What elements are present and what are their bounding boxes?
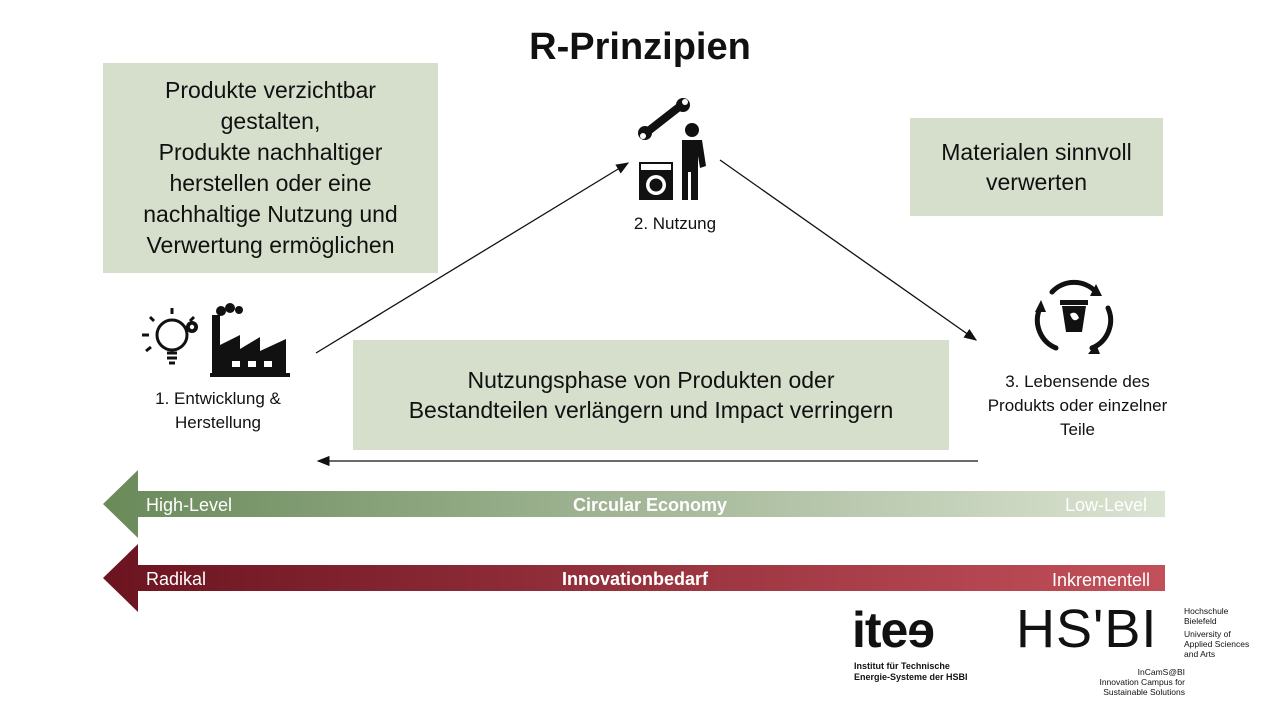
hsbi-bielefeld: Bielefeld xyxy=(1184,616,1217,626)
incamps-name: InCamS@BI xyxy=(1137,667,1185,677)
factory-icon xyxy=(210,303,290,377)
itees-line-1: Institut für Technische xyxy=(854,661,950,671)
innovation-bar xyxy=(103,544,1165,612)
innovation-title: Innovationbedarf xyxy=(561,569,708,589)
stage-development-label: 1. Entwicklung & Herstellung xyxy=(155,389,281,432)
hsbi-university: University of xyxy=(1184,629,1231,639)
recycle-bin-icon xyxy=(1034,279,1114,354)
circular-economy-bar xyxy=(103,470,1165,538)
principles-box-use-phase: Nutzungsphase von Produkten oder Bestand… xyxy=(353,340,949,450)
stage-end-of-life-label: 3. Lebensende des Produkts oder einzelne… xyxy=(987,372,1168,439)
principles-box-design-text: Produkte verzichtbar gestalten, Produkte… xyxy=(143,77,398,258)
incamps-line-2: Innovation Campus for xyxy=(1099,677,1185,687)
hsbi-arts: and Arts xyxy=(1184,649,1216,659)
itees-logo: iteɘ xyxy=(852,602,935,658)
itees-line-2: Energie-Systeme der HSBI xyxy=(854,672,968,682)
washing-machine-icon xyxy=(639,162,673,200)
person-icon xyxy=(682,123,706,200)
arrow-use-to-end-of-life xyxy=(719,159,978,341)
arrow-development-to-use xyxy=(315,162,630,354)
principles-box-recycling: Materialen sinnvoll verwerten xyxy=(910,118,1163,216)
circular-economy-low-level: Low-Level xyxy=(1064,495,1147,515)
circular-economy-title: Circular Economy xyxy=(572,495,728,515)
wrench-icon xyxy=(638,98,690,140)
lightbulb-icon xyxy=(142,308,196,365)
principles-box-design: Produkte verzichtbar gestalten, Produkte… xyxy=(103,63,438,273)
gear-icon xyxy=(186,321,198,333)
hsbi-logo: HS'BI xyxy=(1016,599,1158,659)
circular-economy-high-level: High-Level xyxy=(146,495,233,515)
development-icon xyxy=(142,303,290,377)
repair-icon xyxy=(638,98,706,200)
innovation-radical: Radikal xyxy=(146,569,207,589)
incamps-line-3: Sustainable Solutions xyxy=(1103,687,1185,697)
principles-box-recycling-text: Materialen sinnvoll verwerten xyxy=(941,139,1132,195)
principles-box-use-phase-text: Nutzungsphase von Produkten oder Bestand… xyxy=(408,367,894,423)
page-title: R-Prinzipien xyxy=(529,26,751,68)
hsbi-hochschule: Hochschule xyxy=(1184,606,1229,616)
hsbi-applied-sciences: Applied Sciences xyxy=(1184,639,1250,649)
stage-use-label: 2. Nutzung xyxy=(633,214,717,233)
innovation-incremental: Inkrementell xyxy=(1051,570,1150,590)
